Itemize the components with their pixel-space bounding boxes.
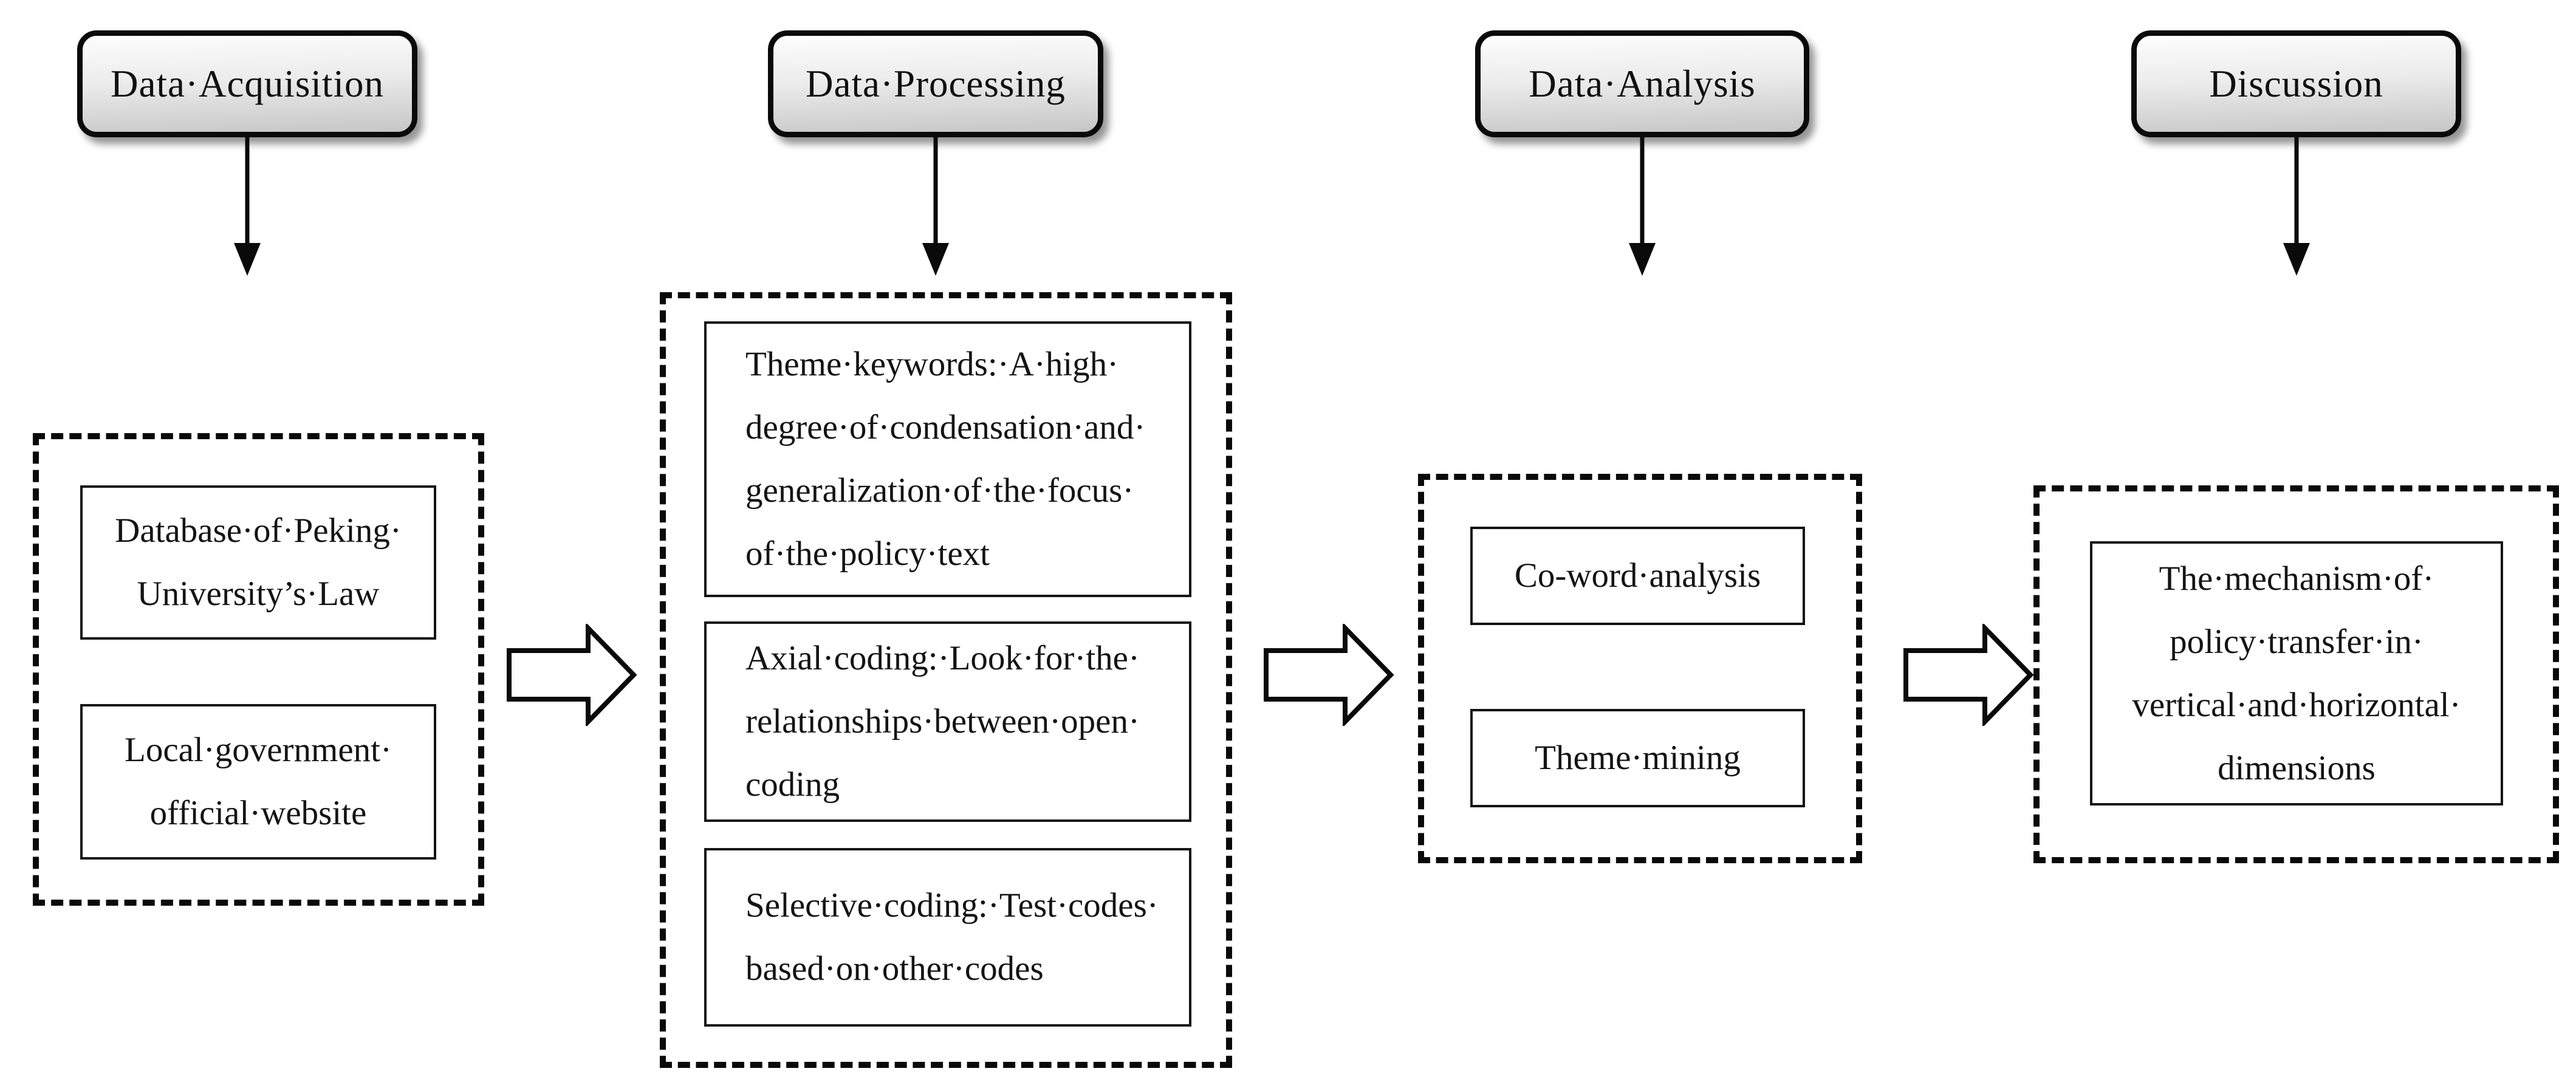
item-box-theme-keywords: Theme·keywords:·A·high· degree·of·conden… <box>704 321 1191 597</box>
stage-button-label: Data·Analysis <box>1529 62 1756 105</box>
item-box-line: Selective·coding:·Test·codes· <box>745 886 1159 925</box>
item-box-local-government: Local·government· official·website <box>80 704 436 860</box>
item-box-line: generalization·of·the·focus· <box>745 471 1134 510</box>
item-box-line: Database·of·Peking· <box>115 511 402 550</box>
item-box-line: Theme·keywords:·A·high· <box>745 345 1119 383</box>
item-box-line: Theme·mining <box>1535 739 1741 777</box>
item-box-line: degree·of·condensation·and· <box>745 408 1146 446</box>
stage-button-data-processing: Data·Processing <box>768 30 1103 137</box>
item-box-database-peking: Database·of·Peking· University’s·Law <box>80 485 436 640</box>
right-arrow-icon <box>1264 624 1394 726</box>
right-arrow-icon <box>507 624 637 726</box>
stage-button-label: Discussion <box>2209 62 2383 105</box>
down-arrow-icon <box>234 137 261 276</box>
group-box-data-analysis: Co-word·analysis Theme·mining <box>1418 474 1862 863</box>
item-box-theme-mining: Theme·mining <box>1470 709 1805 807</box>
group-box-data-acquisition: Database·of·Peking· University’s·Law Loc… <box>33 433 484 906</box>
right-arrow-icon <box>1903 624 2034 726</box>
item-box-line: relationships·between·open· <box>745 702 1140 740</box>
item-box-line: vertical·and·horizontal· <box>2132 685 2461 724</box>
item-box-line: Local·government· <box>125 731 392 769</box>
stage-button-label: Data·Acquisition <box>111 62 384 105</box>
item-box-line: University’s·Law <box>137 575 380 613</box>
stage-button-data-analysis: Data·Analysis <box>1475 30 1809 137</box>
down-arrow-icon <box>2283 137 2310 276</box>
group-box-discussion: The·mechanism·of· policy·transfer·in· ve… <box>2033 485 2559 863</box>
stage-button-data-acquisition: Data·Acquisition <box>77 30 417 137</box>
item-box-line: The·mechanism·of· <box>2159 559 2434 598</box>
stage-button-discussion: Discussion <box>2131 30 2461 137</box>
item-box-line: official·website <box>149 794 367 832</box>
down-arrow-icon <box>1629 137 1656 276</box>
item-box-line: coding <box>745 765 840 804</box>
item-box-line: based·on·other·codes <box>745 949 1044 988</box>
item-box-axial-coding: Axial·coding:·Look·for·the· relationship… <box>704 621 1191 822</box>
group-box-data-processing: Theme·keywords:·A·high· degree·of·conden… <box>660 292 1232 1068</box>
item-box-line: Co-word·analysis <box>1514 556 1761 595</box>
item-box-policy-transfer-mechanism: The·mechanism·of· policy·transfer·in· ve… <box>2090 541 2503 805</box>
item-box-line: dimensions <box>2218 748 2376 787</box>
item-box-coword-analysis: Co-word·analysis <box>1470 527 1805 625</box>
stage-button-label: Data·Processing <box>806 62 1066 105</box>
item-box-line: of·the·policy·text <box>745 535 990 573</box>
item-box-selective-coding: Selective·coding:·Test·codes· based·on·o… <box>704 848 1191 1027</box>
item-box-line: Axial·coding:·Look·for·the· <box>745 639 1140 677</box>
item-box-line: policy·transfer·in· <box>2170 622 2424 661</box>
down-arrow-icon <box>922 137 949 276</box>
